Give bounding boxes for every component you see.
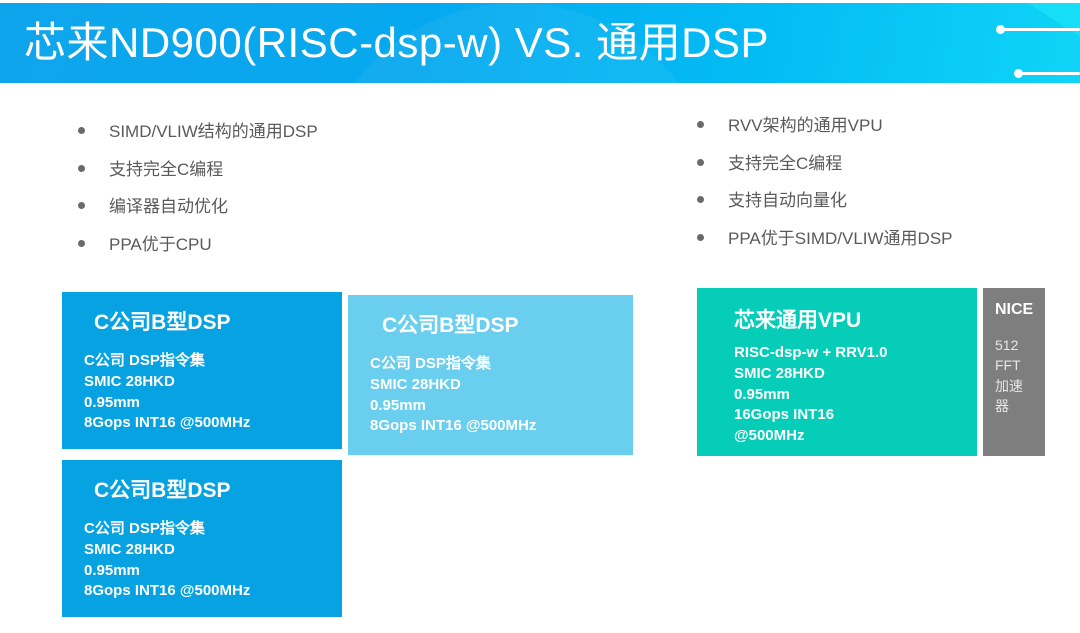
- bullet-dot-icon: [78, 239, 85, 247]
- list-item: 支持完全C编程: [78, 158, 478, 183]
- card-nice-accelerator: NICE 512 FFT 加速 器: [983, 288, 1045, 456]
- banner-deco-line-top-icon: [996, 25, 1080, 34]
- card-competitor-dsp-2: C公司B型DSP C公司 DSP指令集 SMIC 28HKD 0.95mm 8G…: [348, 295, 633, 455]
- card-nuclei-vpu: 芯来通用VPU RISC-dsp-w + RRV1.0 SMIC 28HKD 0…: [697, 288, 977, 456]
- card-specs: C公司 DSP指令集 SMIC 28HKD 0.95mm 8Gops INT16…: [370, 355, 537, 435]
- bullet-label: SIMD/VLIW结构的通用DSP: [109, 122, 318, 141]
- bullet-dot-icon: [697, 196, 704, 204]
- bullet-dot-icon: [78, 202, 85, 210]
- bullet-label: 支持完全C编程: [728, 153, 843, 173]
- page-title: 芯来ND900(RISC-dsp-w) VS. 通用DSP: [24, 19, 769, 66]
- bullet-dot-icon: [78, 164, 85, 172]
- bullet-label: RVV架构的通用VPU: [728, 116, 883, 135]
- bullet-label: 编译器自动优化: [109, 197, 228, 217]
- bullet-dot-icon: [78, 127, 85, 134]
- card-title: C公司B型DSP: [94, 479, 231, 502]
- banner-corner-accent-icon: [1028, 3, 1080, 37]
- list-item: SIMD/VLIW结构的通用DSP: [78, 120, 478, 145]
- nice-body: 512 FFT 加速 器: [995, 337, 1023, 415]
- list-item: 编译器自动优化: [78, 195, 478, 220]
- bullet-dot-icon: [697, 121, 704, 128]
- card-title: 芯来通用VPU: [734, 309, 862, 332]
- bullet-label: 支持自动向量化: [728, 191, 847, 211]
- bullet-label: 支持完全C编程: [109, 159, 224, 179]
- list-item: PPA优于CPU: [78, 233, 478, 258]
- card-specs: C公司 DSP指令集 SMIC 28HKD 0.95mm 8Gops INT16…: [84, 352, 251, 432]
- card-competitor-dsp-1: C公司B型DSP C公司 DSP指令集 SMIC 28HKD 0.95mm 8G…: [62, 292, 342, 449]
- nice-title: NICE: [995, 301, 1034, 318]
- list-item: RVV架构的通用VPU: [697, 114, 1067, 139]
- card-title: C公司B型DSP: [94, 311, 231, 334]
- banner-deco-line-bottom-icon: [1014, 69, 1080, 78]
- bullet-list-left: SIMD/VLIW结构的通用DSP 支持完全C编程 编译器自动优化 PPA优于C…: [78, 120, 478, 271]
- bullet-label: PPA优于SIMD/VLIW通用DSP: [728, 228, 953, 248]
- card-title: C公司B型DSP: [382, 314, 519, 337]
- bullet-dot-icon: [697, 233, 704, 241]
- bullet-list-right: RVV架构的通用VPU 支持完全C编程 支持自动向量化 PPA优于SIMD/VL…: [697, 114, 1067, 265]
- card-specs: RISC-dsp-w + RRV1.0 SMIC 28HKD 0.95mm 16…: [734, 344, 888, 444]
- title-banner: 芯来ND900(RISC-dsp-w) VS. 通用DSP: [0, 3, 1080, 83]
- bullet-dot-icon: [697, 158, 704, 166]
- card-competitor-dsp-3: C公司B型DSP C公司 DSP指令集 SMIC 28HKD 0.95mm 8G…: [62, 460, 342, 617]
- list-item: 支持自动向量化: [697, 189, 1067, 214]
- list-item: PPA优于SIMD/VLIW通用DSP: [697, 227, 1067, 252]
- list-item: 支持完全C编程: [697, 152, 1067, 177]
- bullet-label: PPA优于CPU: [109, 234, 212, 254]
- card-specs: C公司 DSP指令集 SMIC 28HKD 0.95mm 8Gops INT16…: [84, 520, 251, 600]
